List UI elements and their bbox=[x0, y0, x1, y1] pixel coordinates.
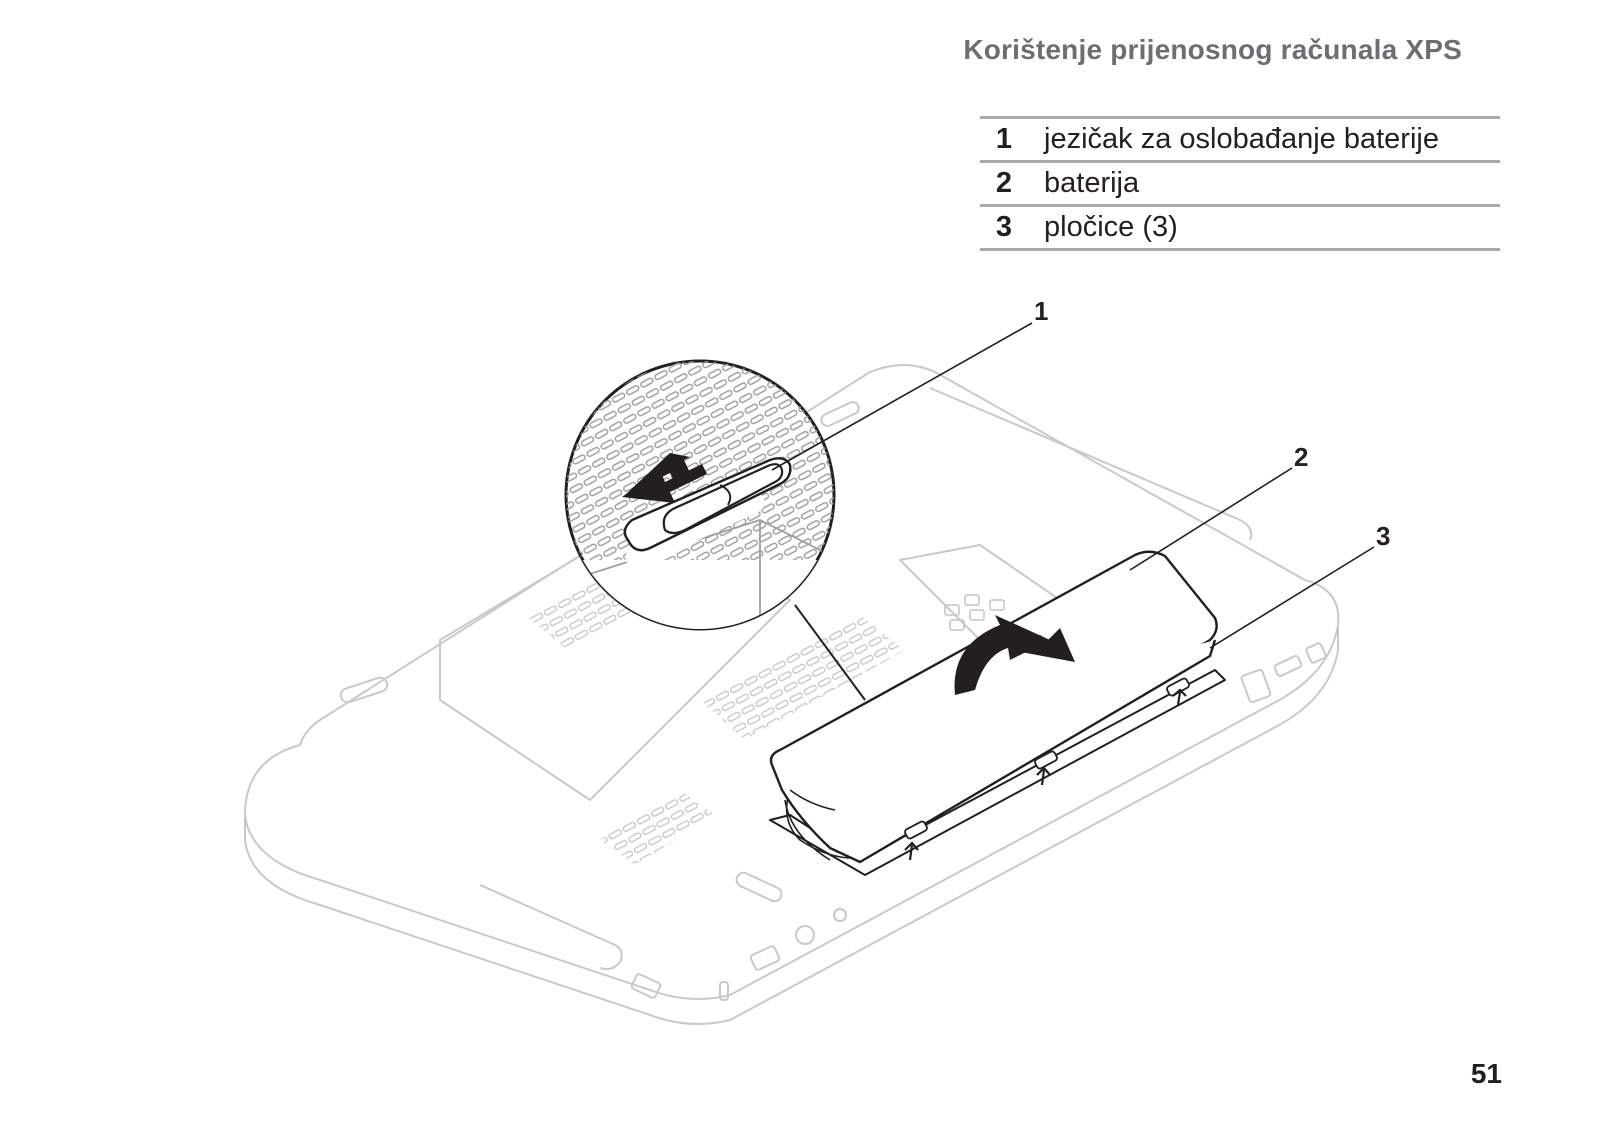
legend-row: 2 baterija bbox=[980, 161, 1500, 207]
tab-middle bbox=[1034, 750, 1058, 786]
zoom-connector bbox=[794, 604, 866, 701]
callout-3: 3 bbox=[1376, 521, 1390, 551]
callout-2: 2 bbox=[1294, 442, 1308, 472]
legend-number: 3 bbox=[980, 205, 1042, 251]
running-header: Korištenje prijenosnog računala XPS bbox=[963, 34, 1462, 65]
battery-tabs bbox=[904, 677, 1190, 861]
legend-label: baterija bbox=[1042, 161, 1500, 207]
legend-label: jezičak za oslobađanje baterije bbox=[1042, 117, 1500, 163]
legend-table: 1 jezičak za oslobađanje baterije 2 bate… bbox=[980, 116, 1500, 251]
legend-number: 2 bbox=[980, 161, 1042, 207]
legend-row: 1 jezičak za oslobađanje baterije bbox=[980, 117, 1500, 163]
tab-front bbox=[904, 820, 928, 861]
legend-label: pločice (3) bbox=[1042, 205, 1500, 251]
leader-lines bbox=[771, 322, 1375, 649]
legend-row: 3 pločice (3) bbox=[980, 205, 1500, 251]
battery bbox=[769, 550, 1218, 864]
legend-number: 1 bbox=[980, 117, 1042, 163]
callout-1: 1 bbox=[1034, 296, 1048, 326]
zoom-detail bbox=[564, 359, 836, 631]
laptop-base bbox=[244, 364, 1340, 1025]
page-number: 51 bbox=[1470, 1058, 1502, 1089]
tab-rear bbox=[1166, 677, 1190, 706]
rotate-arrow bbox=[954, 615, 1075, 695]
